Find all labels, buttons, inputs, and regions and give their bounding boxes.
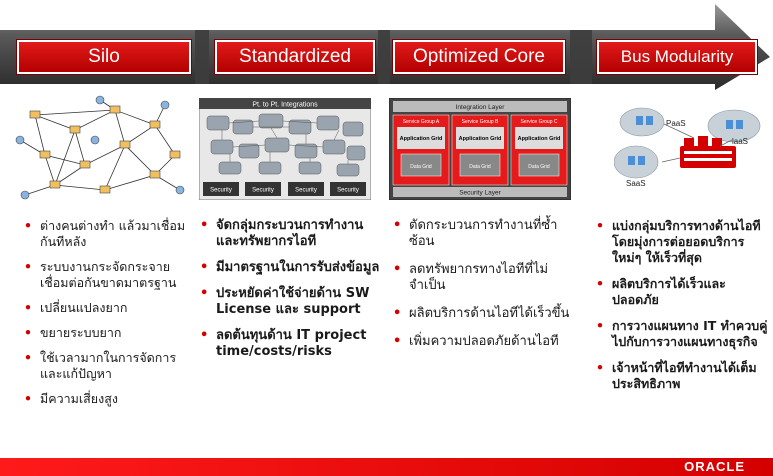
progression-arrow	[0, 4, 770, 90]
list-item: •ผลิตบริการด้านไอทีได้เร็วขึ้น	[393, 306, 570, 321]
bus-modularity-bullet-list: •แบ่งกลุ่มบริการทางด้านไอทีโดยมุ่งการต่อ…	[596, 218, 771, 402]
list-item: •เพิ่มความปลอดภัยด้านไอที	[393, 334, 559, 349]
std-security-label: Security	[295, 188, 317, 194]
security-layer-label: Security Layer	[459, 190, 501, 197]
list-item: •ขยายระบบยาก	[24, 325, 122, 340]
list-item: •มีความเสี่ยงสูง	[24, 391, 118, 406]
stage-label-bus-modularity: Bus Modularity	[596, 39, 758, 75]
footer-bar	[0, 458, 773, 476]
paas-label: PaaS	[666, 119, 686, 128]
list-item: •การวางแผนทาง IT ทำควบคู่ไปกับการวางแผนท…	[596, 318, 768, 349]
data-grid-label: Data Grid	[528, 164, 550, 170]
standardized-integration-illustration: Pt. to Pt. Integrations Security Securit…	[199, 98, 371, 200]
list-item: •เจ้าหน้าที่ไอทีทำงานได้เต็มประสิทธิภาพ	[596, 360, 757, 391]
application-grid-label: Application Grid	[459, 136, 502, 142]
application-grid-label: Application Grid	[518, 136, 561, 142]
silo-bullet-list: •ต่างคนต่างทำ แล้วมาเชื่อมกันทีหลัง •ระบ…	[24, 218, 194, 416]
std-security-label: Security	[210, 188, 232, 194]
std-header-label: Pt. to Pt. Integrations	[252, 102, 318, 109]
list-item: •เปลี่ยนแปลงยาก	[24, 300, 128, 315]
list-item: •ผลิตบริการได้เร็วและปลอดภัย	[596, 276, 726, 307]
oracle-logo: ORACLE	[684, 459, 745, 474]
saas-label: SaaS	[626, 179, 646, 188]
std-security-label: Security	[337, 188, 359, 194]
list-item: •ประหยัดค่าใช้จ่ายด้าน SW License และ su…	[200, 286, 370, 317]
application-grid-label: Application Grid	[400, 136, 443, 142]
data-grid-label: Data Grid	[410, 164, 432, 170]
optimized-core-illustration: Integration Layer Service Group A Applic…	[389, 98, 571, 200]
service-group-label: Service Group A	[403, 119, 440, 125]
stage-label-silo: Silo	[16, 39, 192, 75]
list-item: •ตัดกระบวนการทำงานที่ซ้ำซ้อน	[393, 218, 558, 249]
optimized-core-bullet-list: •ตัดกระบวนการทำงานที่ซ้ำซ้อน •ลดทรัพยากร…	[393, 218, 573, 362]
service-group-label: Service Group B	[462, 119, 499, 125]
std-security-label: Security	[252, 188, 274, 194]
stage-label-standardized: Standardized	[214, 39, 376, 75]
list-item: •ลดต้นทุนด้าน IT project time/costs/risk…	[200, 328, 367, 359]
laas-label: laaS	[732, 137, 748, 146]
list-item: •มีมาตรฐานในการรับส่งข้อมูล	[200, 260, 380, 275]
stage-label-optimized-core: Optimized Core	[392, 39, 566, 75]
list-item: •จัดกลุ่มกระบวนการทำงาน และทรัพยากรไอที	[200, 218, 364, 249]
list-item: •แบ่งกลุ่มบริการทางด้านไอทีโดยมุ่งการต่อ…	[596, 218, 761, 265]
list-item: •ระบบงานกระจัดกระจาย เชื่อมต่อกันขาดมาตร…	[24, 259, 177, 290]
data-grid-label: Data Grid	[469, 164, 491, 170]
standardized-bullet-list: •จัดกลุ่มกระบวนการทำงาน และทรัพยากรไอที …	[200, 218, 380, 370]
bus-modularity-illustration: PaaS laaS SaaS	[614, 107, 761, 188]
list-item: •ลดทรัพยากรทางไอทีที่ไม่จำเป็น	[393, 262, 549, 293]
service-group-label: Service Group C	[521, 119, 558, 125]
silo-network-illustration	[15, 95, 185, 200]
list-item: •ต่างคนต่างทำ แล้วมาเชื่อมกันทีหลัง	[24, 218, 186, 249]
list-item: •ใช้เวลามากในการจัดการ และแก้ปัญหา	[24, 350, 177, 381]
integration-layer-label: Integration Layer	[456, 104, 506, 111]
